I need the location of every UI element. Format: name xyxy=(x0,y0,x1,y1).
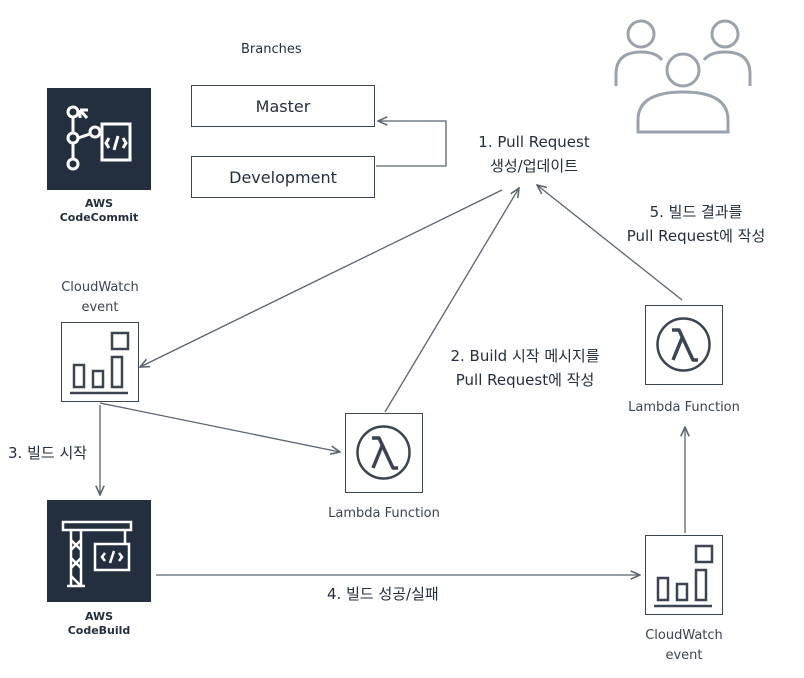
cloudwatch-right-box xyxy=(645,535,723,615)
pr-to-cloudwatch-arrow xyxy=(140,189,503,367)
branch-merge-arrow xyxy=(376,121,447,167)
cloudwatch-left-label: CloudWatch event xyxy=(61,280,139,315)
codecommit-tile xyxy=(47,88,151,190)
lambda-middle-box xyxy=(345,413,423,493)
lambda-middle-label: Lambda Function xyxy=(328,506,440,521)
codebuild-label: AWS CodeBuild xyxy=(67,610,131,637)
cloudwatch-icon xyxy=(70,331,130,395)
lambda-right-box xyxy=(645,305,723,385)
branch-master: Master xyxy=(191,85,375,127)
step3-label: 3. 빌드 시작 xyxy=(8,444,88,462)
cloudwatch-icon xyxy=(654,544,714,608)
step5-label: 5. 빌드 결과를 Pull Request에 작성 xyxy=(626,203,766,245)
cloudwatch-to-lambda-arrow xyxy=(99,402,340,452)
step2-label: 2. Build 시작 메시지를 Pull Request에 작성 xyxy=(450,347,600,389)
codecommit-label: AWS CodeCommit xyxy=(59,197,139,224)
lambda-icon xyxy=(356,425,411,480)
lambda-to-pr-arrow xyxy=(384,188,519,413)
branch-development: Development xyxy=(191,156,375,198)
cloudwatch-right-label: CloudWatch event xyxy=(645,628,723,663)
lambda-icon xyxy=(656,317,711,372)
codebuild-tile xyxy=(47,500,151,602)
branches-heading: Branches xyxy=(241,42,302,57)
step4-label: 4. 빌드 성공/실패 xyxy=(327,585,439,603)
lambda-right-to-pr-arrow xyxy=(537,185,683,301)
codebuild-icon xyxy=(61,520,133,588)
cloudwatch-left-box xyxy=(61,322,139,402)
users-icon xyxy=(614,19,752,134)
lambda-right-label: Lambda Function xyxy=(628,400,740,415)
step1-label: 1. Pull Request 생성/업데이트 xyxy=(478,133,590,175)
codecommit-icon xyxy=(66,105,132,171)
